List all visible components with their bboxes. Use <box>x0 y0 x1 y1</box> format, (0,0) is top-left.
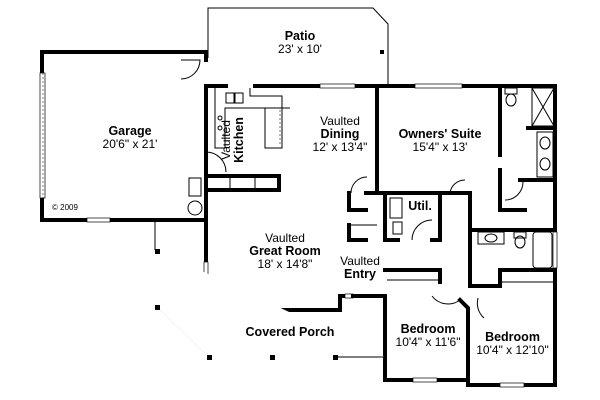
room-label-patio: Patio 23' x 10' <box>278 29 322 57</box>
copyright-text: © 2009 <box>52 203 78 212</box>
patio-outline <box>207 7 389 86</box>
room-label-dining: Vaulted Dining 12' x 13'4" <box>312 114 368 154</box>
room-label-bedroom-2: Bedroom 10'4" x 11'6" <box>395 322 461 350</box>
garage-walls <box>39 50 208 223</box>
room-label-bedroom-3: Bedroom 10'4" x 12'10" <box>476 330 549 358</box>
room-label-great-room: Vaulted Great Room 18' x 14'8" <box>249 231 321 271</box>
room-label-owners-suite: Owners' Suite 15'4" x 13' <box>398 127 482 155</box>
interior-walls <box>204 84 558 388</box>
room-label-utility: Util. <box>408 199 432 213</box>
room-label-garage: Garage 20'6" x 21' <box>102 124 158 152</box>
covered-porch-outline <box>154 220 385 360</box>
room-label-covered-porch: Covered Porch <box>245 325 335 339</box>
room-label-entry: Vaulted Entry <box>340 254 380 281</box>
room-label-kitchen: Vaulted Kitchen <box>219 117 246 163</box>
